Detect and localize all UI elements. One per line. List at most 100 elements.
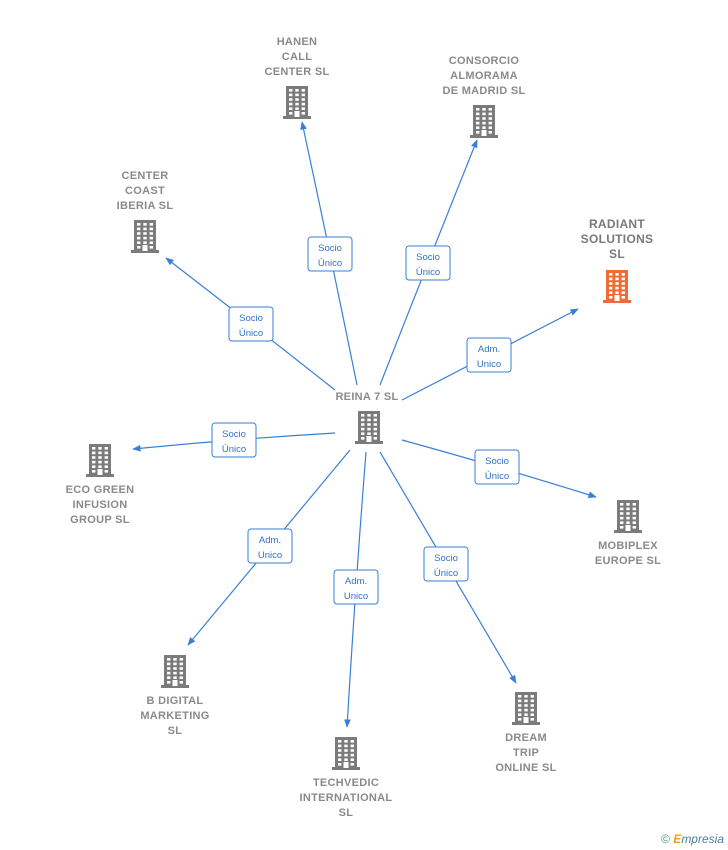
building-window [482, 112, 486, 116]
building-window [104, 447, 108, 450]
relation-label-box[interactable] [466, 337, 512, 373]
building-window [301, 89, 305, 92]
building-window [350, 740, 354, 743]
relation-label-box[interactable] [228, 306, 274, 342]
relation-label-box[interactable] [423, 546, 469, 582]
building-window [137, 232, 141, 235]
building-window [104, 470, 108, 473]
edge-techvedic: Adm.Unico [333, 451, 379, 728]
building-window [149, 227, 153, 231]
building-window [632, 516, 636, 520]
building-window [476, 108, 480, 111]
relation-label-text: Socio [416, 252, 440, 263]
building-window [350, 744, 354, 748]
building-window [173, 662, 177, 666]
relation-label-box[interactable] [211, 422, 257, 458]
building-window [518, 718, 522, 721]
building-window [373, 418, 377, 422]
node-label: HANEN [277, 36, 318, 48]
building-window [609, 273, 613, 276]
building-window [524, 704, 528, 707]
building-window [143, 232, 147, 235]
relation-label-text: Socio [222, 429, 246, 440]
building-window [350, 763, 354, 766]
building-window [173, 667, 177, 670]
building-window [344, 744, 348, 748]
building-icon [512, 692, 540, 725]
building-window [621, 296, 625, 299]
building-window [361, 427, 365, 431]
building-window [173, 658, 177, 661]
building-door [142, 245, 148, 251]
building-base [470, 135, 498, 138]
building-window [301, 107, 305, 110]
relation-label-text: Adm. [478, 344, 500, 355]
relation-label-box[interactable] [474, 449, 520, 485]
building-base [283, 116, 311, 119]
building-window [295, 89, 299, 92]
building-window [167, 671, 171, 675]
building-window [373, 423, 377, 426]
building-icon [603, 270, 631, 303]
building-icon [283, 86, 311, 119]
relation-label-text: Adm. [345, 576, 367, 587]
building-base [355, 441, 383, 444]
node-label: INFUSION [73, 499, 128, 511]
relation-label-box[interactable] [333, 569, 379, 605]
building-window [609, 291, 613, 294]
building-window [137, 236, 141, 240]
node-label: MOBIPLEX [598, 540, 658, 552]
building-window [518, 708, 522, 712]
building-window [92, 451, 96, 455]
building-window [482, 117, 486, 120]
copyright-symbol: © [661, 832, 670, 846]
building-window [530, 708, 534, 712]
building-base [332, 767, 360, 770]
relation-label-box[interactable] [405, 245, 451, 281]
building-window [488, 108, 492, 111]
building-window [361, 418, 365, 422]
building-window [104, 460, 108, 464]
building-window [367, 423, 371, 426]
building-window [632, 521, 636, 524]
node-label: COAST [125, 185, 165, 197]
node-label: ECO GREEN [66, 484, 135, 496]
building-window [92, 470, 96, 473]
building-window [149, 246, 153, 249]
building-window [367, 414, 371, 417]
relation-label-box[interactable] [247, 528, 293, 564]
building-window [98, 451, 102, 455]
node-center[interactable]: REINA 7 SL [335, 391, 398, 444]
node-label: MARKETING [140, 710, 209, 722]
building-window [620, 521, 624, 524]
building-window [361, 437, 365, 440]
relation-label-text: Único [239, 328, 263, 339]
building-window [482, 126, 486, 129]
building-door [614, 295, 620, 301]
building-window [338, 753, 342, 757]
building-door [366, 436, 372, 442]
building-window [620, 507, 624, 511]
relation-label-box[interactable] [307, 236, 353, 272]
building-window [179, 676, 183, 679]
building-window [295, 102, 299, 106]
building-window [98, 447, 102, 450]
building-window [338, 744, 342, 748]
building-window [609, 277, 613, 281]
relation-label-text: Socio [434, 553, 458, 564]
building-window [289, 107, 293, 110]
